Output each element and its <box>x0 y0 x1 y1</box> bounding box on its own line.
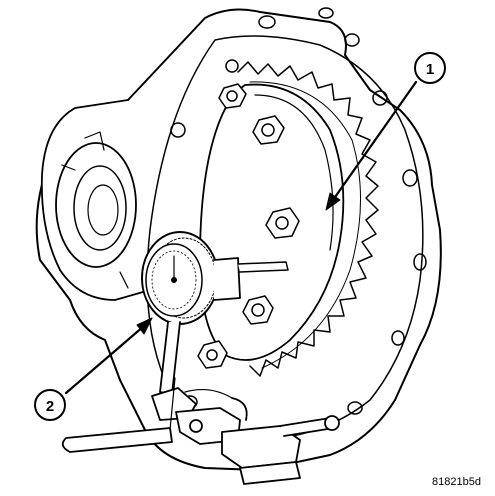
callout-2-leader <box>64 324 146 395</box>
pinion-flange-outer <box>55 142 137 268</box>
pinion-flange-inner <box>87 184 119 236</box>
differential-case <box>199 83 345 361</box>
callout-2-number: 2 <box>46 398 54 415</box>
axle-housing <box>35 8 442 471</box>
mounting-fixture <box>61 387 340 485</box>
pinion-tabs <box>61 131 129 289</box>
pinion-flange-mid <box>73 165 127 251</box>
figure-id-label: 81821b5d <box>432 476 481 488</box>
dial-indicator-plunger <box>237 261 289 273</box>
callout-1-arrowhead <box>325 192 341 211</box>
dial-indicator-body <box>213 257 241 301</box>
fixture-rod <box>169 377 233 431</box>
callout-1-number: 1 <box>426 61 434 78</box>
housing-inner-rim <box>146 35 424 441</box>
cover-bolt-holes <box>170 7 427 415</box>
callout-2-arrowhead <box>136 317 153 335</box>
callout-1 <box>325 52 446 211</box>
callout-1-leader <box>331 80 418 202</box>
dial-indicator <box>141 231 289 395</box>
dial-indicator-hub <box>171 277 177 283</box>
ring-gear-inner-edge <box>249 81 361 369</box>
callout-2-circle <box>34 389 66 421</box>
ring-gear-teeth <box>237 61 379 377</box>
callout-1-circle <box>414 52 446 84</box>
callout-2 <box>34 317 153 421</box>
case-flange-edge <box>254 94 334 251</box>
ring-gear-bolts <box>197 83 300 369</box>
dial-indicator-scale <box>151 250 197 310</box>
